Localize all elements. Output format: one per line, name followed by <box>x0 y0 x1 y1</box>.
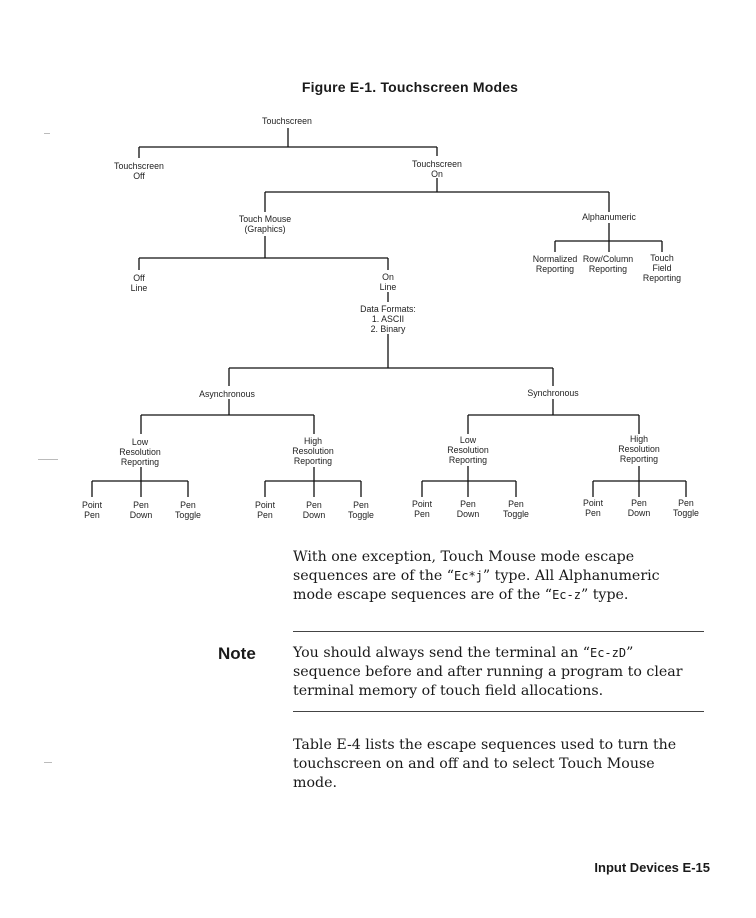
leaf-pen-toggle: Pen Toggle <box>175 500 201 521</box>
leaf-pen-down: Pen Down <box>627 498 651 519</box>
node-sync-low-resolution: Low Resolution Reporting <box>447 435 489 466</box>
paragraph-text: With one exception, Touch Mouse mode esc… <box>293 549 635 584</box>
note-text: You should always send the terminal an “… <box>293 644 705 701</box>
note-label: Note <box>218 644 256 663</box>
node-sync-high-resolution: High Resolution Reporting <box>618 434 660 465</box>
scan-mark <box>44 133 50 134</box>
paragraph-text: ” type. <box>580 587 629 603</box>
paragraph-text: ” type. All Alphanumeric mode escape seq… <box>293 568 660 603</box>
page-footer: Input Devices E-15 <box>594 860 710 875</box>
node-alphanumeric: Alphanumeric <box>582 212 636 222</box>
escape-code: Ec-z <box>552 588 581 602</box>
node-row-column-reporting: Row/Column Reporting <box>582 254 634 275</box>
leaf-pen-toggle: Pen Toggle <box>673 498 699 519</box>
scan-mark <box>38 459 58 460</box>
paragraph-escape-types: With one exception, Touch Mouse mode esc… <box>293 548 703 605</box>
node-async-high-resolution: High Resolution Reporting <box>292 436 334 467</box>
node-synchronous: Synchronous <box>527 388 579 398</box>
escape-code: Ec-zD <box>589 646 627 660</box>
leaf-pen-down: Pen Down <box>302 500 326 521</box>
leaf-pen-down: Pen Down <box>456 499 480 520</box>
leaf-point-pen: Point Pen <box>254 500 276 521</box>
leaf-pen-toggle: Pen Toggle <box>503 499 529 520</box>
figure-title: Figure E-1. Touchscreen Modes <box>301 79 519 95</box>
node-on-line: On Line <box>379 272 397 293</box>
node-touchscreen: Touchscreen <box>262 116 312 126</box>
paragraph-table-reference: Table E-4 lists the escape sequences use… <box>293 737 677 791</box>
leaf-pen-down: Pen Down <box>129 500 153 521</box>
note-text-part: You should always send the terminal an “ <box>293 645 590 661</box>
node-off-line: Off Line <box>130 273 148 294</box>
node-touchscreen-on: Touchscreen On <box>412 159 462 180</box>
node-asynchronous: Asynchronous <box>199 389 255 399</box>
node-touchscreen-off: Touchscreen Off <box>114 161 164 182</box>
note-text-part: ” sequence before and after running a pr… <box>293 645 683 699</box>
note-top-rule <box>293 631 704 632</box>
scan-mark <box>44 762 52 763</box>
escape-code: Ec*j <box>454 569 483 583</box>
leaf-point-pen: Point Pen <box>582 498 604 519</box>
leaf-point-pen: Point Pen <box>411 499 433 520</box>
note-bottom-rule <box>293 711 704 712</box>
node-touch-mouse: Touch Mouse (Graphics) <box>238 214 292 235</box>
node-touch-field-reporting: Touch Field Reporting <box>642 253 682 284</box>
node-data-formats: Data Formats: 1. ASCII 2. Binary <box>360 304 416 335</box>
leaf-pen-toggle: Pen Toggle <box>348 500 374 521</box>
leaf-point-pen: Point Pen <box>81 500 103 521</box>
node-normalized-reporting: Normalized Reporting <box>532 254 578 275</box>
node-async-low-resolution: Low Resolution Reporting <box>119 437 161 468</box>
